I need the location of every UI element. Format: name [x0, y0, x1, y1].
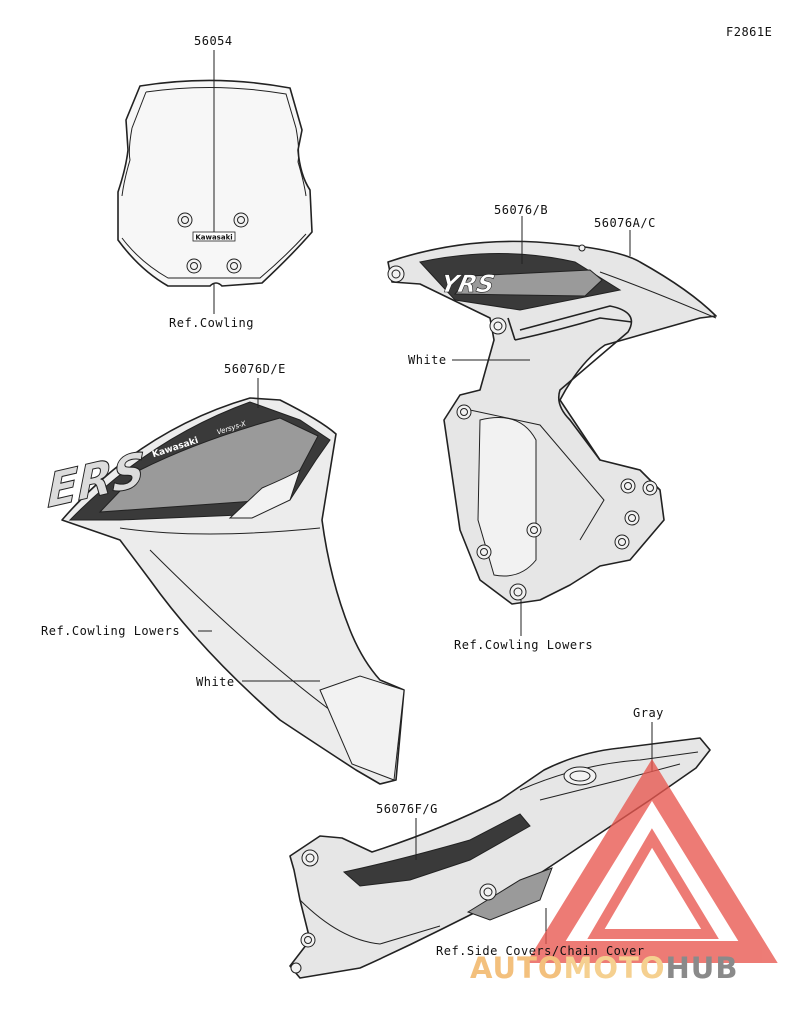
screen-logo-text: Kawasaki — [195, 234, 232, 242]
label-left-decal-de: 56076D/E — [224, 362, 286, 376]
label-side-decal-fg: 56076F/G — [376, 802, 438, 816]
label-white-left: White — [196, 675, 235, 689]
side-cover-bolt — [300, 932, 316, 948]
label-right-decal-b: 56076/B — [494, 203, 549, 217]
label-white-right: White — [408, 353, 447, 367]
right-shroud-bolt — [476, 544, 492, 560]
right-shroud-bolt — [642, 480, 658, 496]
right-shroud-bolt — [387, 265, 405, 283]
side-cover-bolt — [290, 962, 302, 974]
side-cover-bolt — [301, 849, 319, 867]
right-shroud: YRS — [387, 216, 717, 636]
watermark-logo: AUTOMOTOHUB — [470, 951, 738, 985]
label-gray: Gray — [633, 706, 664, 720]
windscreen: Kawasaki — [117, 50, 313, 314]
figure-id: F2861E — [726, 25, 773, 39]
watermark-part-c: HUB — [665, 951, 739, 985]
screen-bolt-hole — [226, 258, 242, 274]
label-screen-part: 56054 — [194, 34, 233, 48]
right-shroud-bolt — [509, 583, 527, 601]
watermark-part-a: AUTO — [470, 951, 564, 985]
right-shroud-bolt — [456, 404, 472, 420]
side-cover-bolt — [479, 883, 497, 901]
watermark-part-b: MOTO — [563, 951, 666, 985]
right-shroud-bolt — [624, 510, 640, 526]
right-shroud-bolt — [578, 244, 586, 252]
label-ref-cowling: Ref.Cowling — [169, 316, 254, 330]
screen-bolt-hole — [233, 212, 249, 228]
label-ref-cowling-lowers-right: Ref.Cowling Lowers — [454, 638, 594, 652]
right-model-letters: YRS — [438, 269, 497, 298]
watermark-triangle — [526, 759, 778, 963]
right-shroud-bolt — [620, 478, 636, 494]
label-ref-cowling-lowers-left: Ref.Cowling Lowers — [41, 624, 181, 638]
side-cover — [289, 722, 711, 979]
screen-bolt-hole — [177, 212, 193, 228]
right-shroud-bolt — [526, 522, 542, 538]
screen-bolt-hole — [186, 258, 202, 274]
right-shroud-bolt — [489, 317, 507, 335]
right-shroud-bolt — [614, 534, 630, 550]
left-shroud: ERS Kawasaki Versys-X — [46, 378, 405, 785]
label-right-decal-ac: 56076A/C — [594, 216, 656, 230]
label-ref-side-covers: Ref.Side Covers/Chain Cover — [436, 944, 645, 958]
